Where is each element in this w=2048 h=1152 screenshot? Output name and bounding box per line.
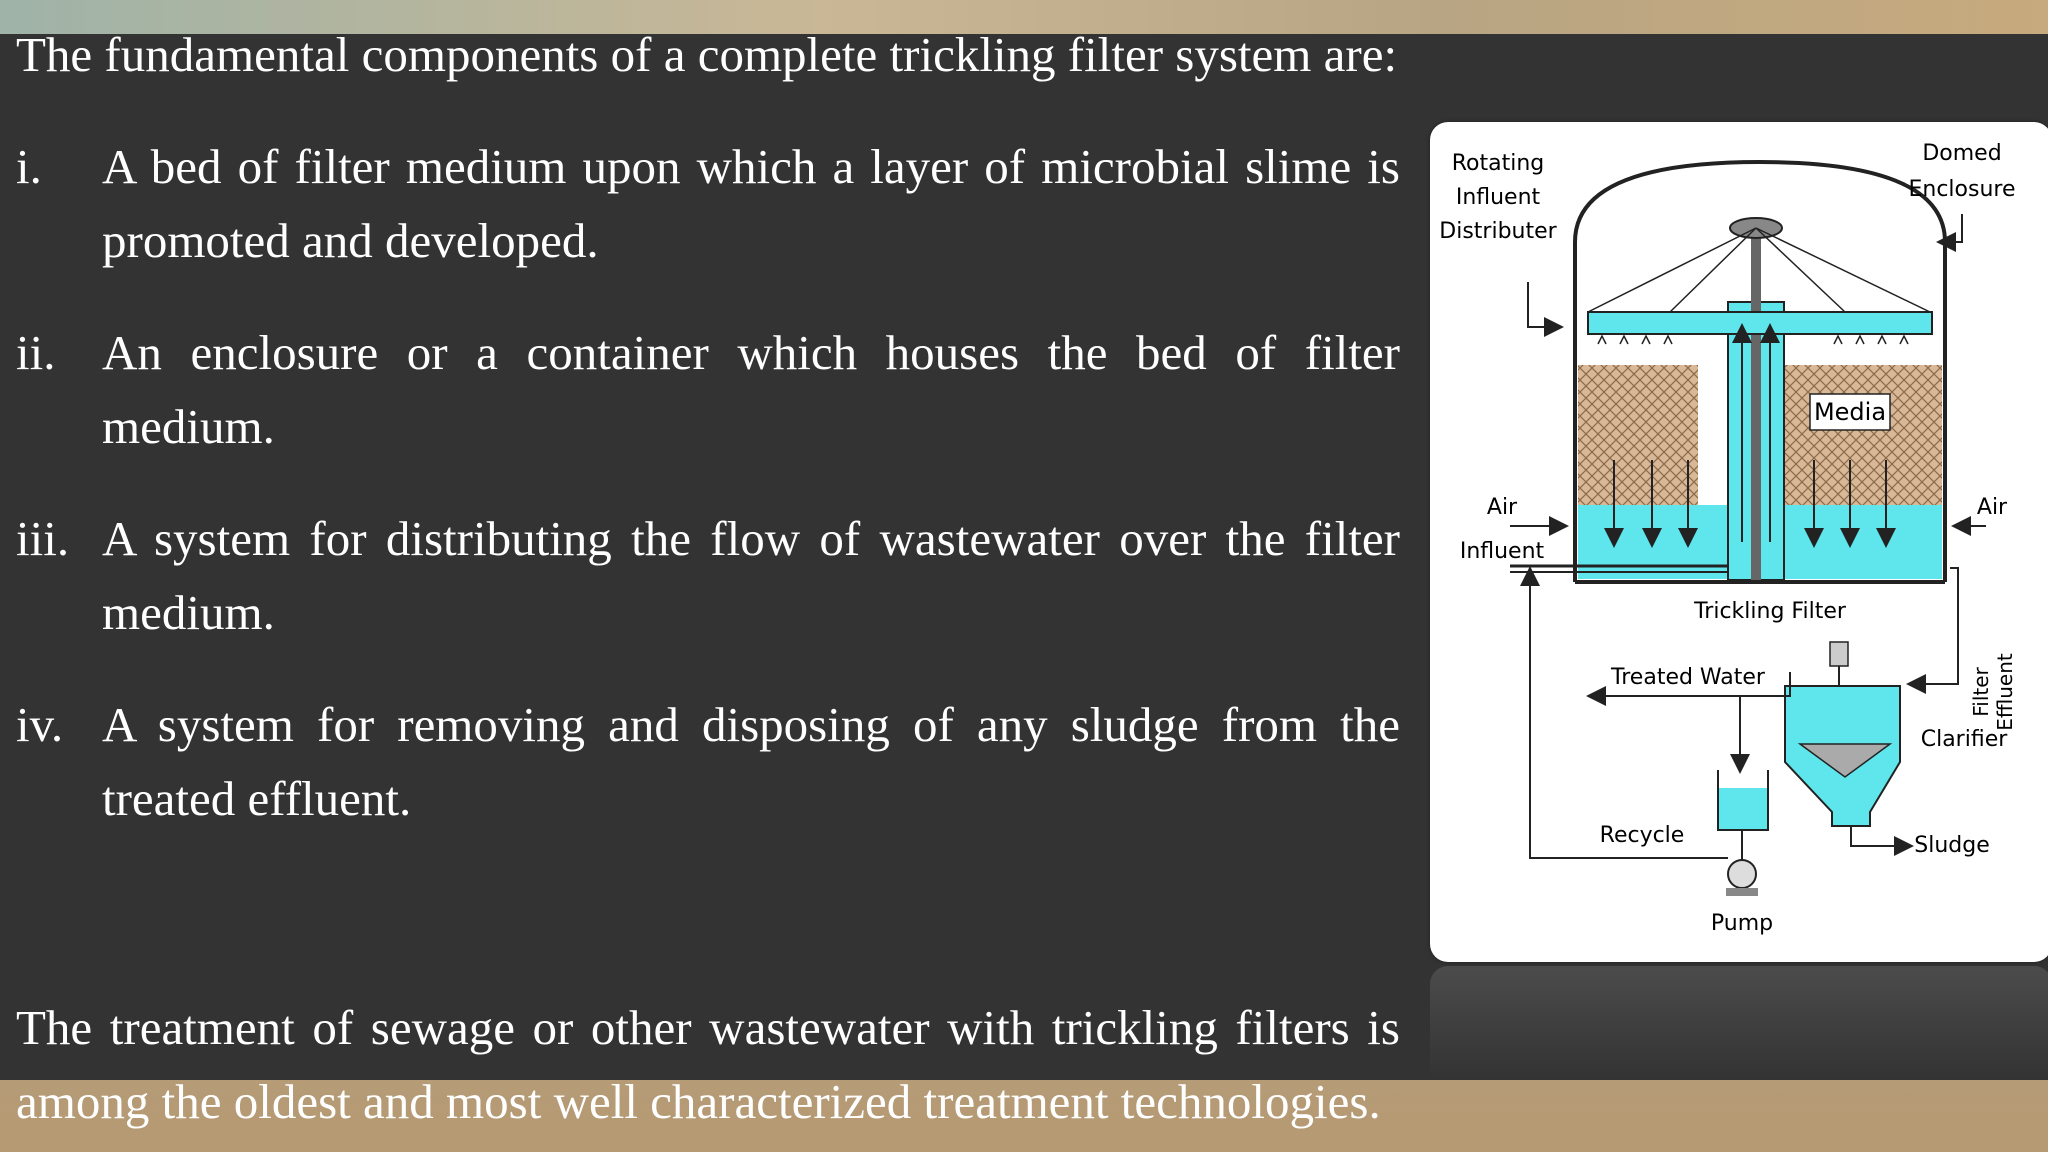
- list-number: iv.: [16, 697, 64, 752]
- flow-arrows: [1604, 323, 1896, 548]
- label-rotating: Rotating: [1452, 151, 1545, 176]
- closing-paragraph: The treatment of sewage or other wastewa…: [16, 1000, 1400, 1129]
- filter-media-left: [1578, 365, 1698, 505]
- label-treated-water: Treated Water: [1610, 665, 1766, 690]
- list-item: ii. An enclosure or a container which ho…: [16, 316, 1400, 464]
- spray-nozzles: [1597, 334, 1909, 345]
- slide-text: The fundamental components of a complete…: [16, 18, 1400, 874]
- trickling-filter-diagram: Rotating Influent Distributer Domed Encl…: [1430, 122, 2048, 962]
- label-filter: Filter: [1969, 666, 1993, 716]
- label-trickling-filter: Trickling Filter: [1693, 599, 1847, 624]
- label-recycle: Recycle: [1600, 823, 1685, 848]
- list-item: iii. A system for distributing the flow …: [16, 502, 1400, 650]
- list-text: A bed of filter medium upon which a laye…: [102, 139, 1400, 268]
- top-decor-band: [0, 0, 2048, 34]
- intro-paragraph: The fundamental components of a complete…: [16, 27, 1398, 82]
- label-sludge: Sludge: [1914, 833, 1990, 858]
- list-item: iv. A system for removing and disposing …: [16, 688, 1400, 836]
- distributor-arm: [1587, 311, 1933, 335]
- pump-icon: [1727, 859, 1757, 889]
- label-air-left: Air: [1487, 495, 1518, 520]
- list-number: iii.: [16, 511, 70, 566]
- diagram-reflection: [1430, 966, 2048, 1080]
- list-text: An enclosure or a container which houses…: [102, 325, 1400, 454]
- list-text: A system for distributing the flow of wa…: [102, 511, 1400, 640]
- list-text: A system for removing and disposing of a…: [102, 697, 1400, 826]
- label-enclosure: Enclosure: [1908, 177, 2015, 202]
- label-domed: Domed: [1922, 141, 2001, 166]
- label-effluent: Effluent: [1993, 653, 2017, 731]
- label-pump: Pump: [1711, 911, 1773, 936]
- list-item: i. A bed of filter medium upon which a l…: [16, 130, 1400, 278]
- list-number: ii.: [16, 325, 56, 380]
- label-air-right: Air: [1977, 495, 2008, 520]
- component-list: i. A bed of filter medium upon which a l…: [16, 130, 1400, 836]
- label-influent-air: Influent: [1460, 539, 1545, 564]
- label-distributer: Distributer: [1439, 219, 1557, 244]
- diagram-svg: Rotating Influent Distributer Domed Encl…: [1439, 141, 2017, 936]
- reflection-svg: [1430, 966, 2048, 1080]
- label-clarifier: Clarifier: [1921, 727, 2009, 752]
- label-media: Media: [1814, 398, 1886, 426]
- bottom-decor-band: [0, 1080, 2048, 1152]
- label-influent-top: Influent: [1456, 185, 1541, 210]
- domed-enclosure-outline: [1573, 159, 1947, 582]
- filter-media-right: [1785, 365, 1942, 505]
- list-number: i.: [16, 139, 42, 194]
